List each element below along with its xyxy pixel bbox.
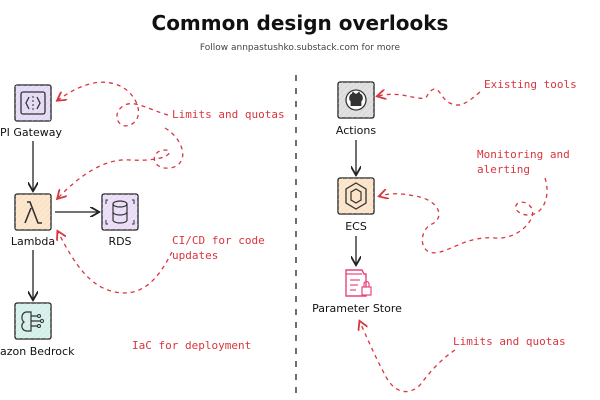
- bedrock-icon: [21, 311, 44, 332]
- api-gateway-icon: [20, 91, 46, 115]
- ecs-label: ECS: [345, 220, 367, 233]
- annotation-monitoring-line2: alerting: [477, 163, 530, 176]
- rds-icon: [105, 199, 135, 225]
- annotation-iac: IaC for deployment: [132, 339, 251, 352]
- annotation-curve-existing-tools: [378, 88, 481, 106]
- parameter-store-label: Parameter Store: [312, 302, 402, 315]
- annotation-cicd-line2: updates: [172, 249, 218, 262]
- page-subtitle: Follow annpastushko.substack.com for mor…: [200, 43, 401, 53]
- bedrock-label: azon Bedrock: [0, 345, 75, 358]
- annotation-curve-limits-to-lambda: [58, 127, 184, 198]
- actions-node: [337, 81, 375, 119]
- ecs-icon: [345, 182, 367, 210]
- api-gateway-label: PI Gateway: [0, 126, 62, 139]
- api-gateway-node: [14, 84, 52, 122]
- parameter-store-node: [345, 269, 372, 297]
- actions-label: Actions: [336, 124, 376, 137]
- annotation-curve-limits-right: [360, 322, 456, 393]
- github-actions-icon: [345, 89, 367, 111]
- annotation-cicd-line1: CI/CD for code: [172, 234, 265, 247]
- annotation-monitoring-line1: Monitoring and: [477, 148, 570, 161]
- page-title: Common design overlooks: [152, 11, 449, 35]
- ecs-node: [337, 177, 375, 215]
- annotation-curve-cicd: [58, 232, 173, 294]
- parameter-store-icon: [345, 269, 372, 297]
- annotation-limits-left: Limits and quotas: [172, 108, 285, 121]
- annotation-curve-limits-left: [58, 81, 169, 127]
- rds-node: [101, 193, 139, 231]
- annotation-curve-monitoring: [380, 177, 548, 254]
- annotation-limits-right: Limits and quotas: [453, 335, 566, 348]
- lambda-node: [14, 193, 52, 231]
- bedrock-node: [14, 302, 52, 340]
- lambda-icon: [24, 201, 42, 224]
- rds-label: RDS: [108, 235, 131, 248]
- annotation-existing-tools: Existing tools: [484, 78, 577, 91]
- lambda-label: Lambda: [11, 235, 55, 248]
